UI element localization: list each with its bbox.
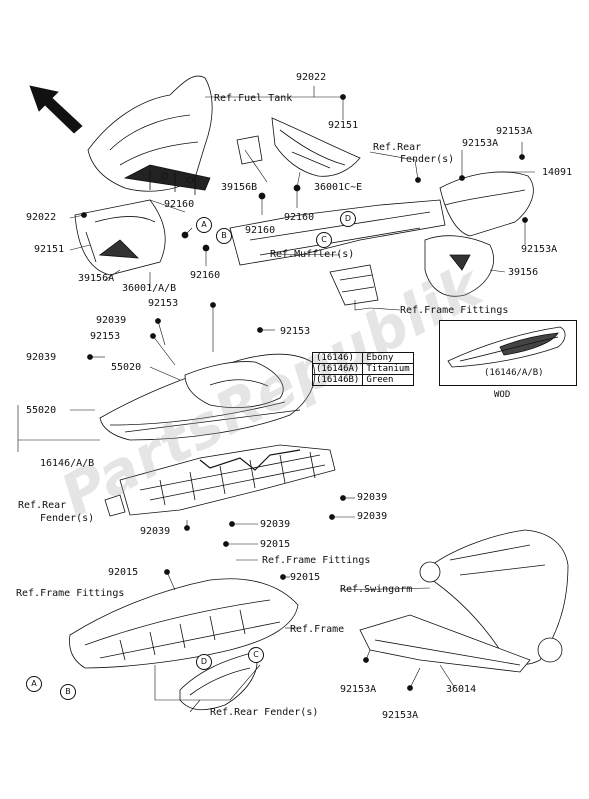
- legend-color: Titanium: [362, 363, 414, 375]
- callout-a-top: A: [196, 217, 212, 233]
- inset-label: WOD: [494, 390, 511, 400]
- label-ref-rear-top-line2: Fender(s): [400, 154, 455, 165]
- callout-d-bottom: D: [196, 654, 212, 670]
- swingarm-chain-cover-drawing: [359, 529, 569, 673]
- label-ref-rear-top-line1: Ref.Rear: [373, 142, 422, 153]
- label-92022-left: 92022: [26, 212, 57, 223]
- label-36001ce: 36001C~E: [314, 182, 363, 193]
- inset-cowl-drawing: [447, 326, 566, 368]
- label-92153-top: 92153: [148, 298, 179, 309]
- label-39156: 39156: [508, 267, 539, 278]
- label-92039-5: 92039: [140, 526, 171, 537]
- label-92039-2: 92039: [26, 352, 57, 363]
- label-92015-1: 92015: [260, 539, 291, 550]
- label-92039-6: 92039: [260, 519, 291, 530]
- callout-c-bottom: C: [248, 647, 264, 663]
- callout-a-bottom: A: [26, 676, 42, 692]
- label-92153-2: 92153: [90, 331, 121, 342]
- label-92151-top: 92151: [328, 120, 359, 131]
- label-16146ab-left: 16146/A/B: [40, 458, 95, 469]
- label-92160-a: 92160: [164, 199, 195, 210]
- label-ref-fuel-tank: Ref.Fuel Tank: [214, 93, 293, 104]
- label-92022-top: 92022: [296, 72, 327, 83]
- upper-cowl-drawing: [87, 75, 213, 195]
- callout-d-top: D: [340, 211, 356, 227]
- callout-b-top: B: [216, 228, 232, 244]
- legend-row: (16146) Ebony: [311, 352, 414, 364]
- color-legend: (16146) Ebony (16146A) Titanium (16146B)…: [311, 352, 414, 386]
- label-92039-1: 92039: [96, 315, 127, 326]
- label-92151-left: 92151: [34, 244, 65, 255]
- legend-code: (16146A): [311, 363, 364, 375]
- callout-b-bottom: B: [60, 684, 76, 700]
- leader-lines: [17, 86, 535, 713]
- label-55020-2: 55020: [26, 405, 57, 416]
- label-ref-frame-fittings-2: Ref.Frame Fittings: [262, 555, 371, 566]
- label-ref-swingarm: Ref.Swingarm: [340, 584, 413, 595]
- label-92153-3: 92153: [280, 326, 311, 337]
- label-36014: 36014: [446, 684, 477, 695]
- label-92160-d: 92160: [190, 270, 221, 281]
- rear-fender-assembly-drawing: [229, 171, 534, 306]
- label-ref-frame-fittings-1: Ref.Frame Fittings: [400, 305, 509, 316]
- lower-tail-cover-drawing: [69, 578, 299, 711]
- direction-arrow-icon: [29, 85, 83, 134]
- legend-color: Ebony: [362, 352, 414, 364]
- label-92153a-1: 92153A: [496, 126, 533, 137]
- legend-code: (16146): [311, 352, 364, 364]
- label-92153a-3: 92153A: [521, 244, 558, 255]
- label-36001ab: 36001/A/B: [122, 283, 177, 294]
- label-ref-rear-mid-line1: Ref.Rear: [18, 500, 67, 511]
- label-ref-frame-fittings-3: Ref.Frame Fittings: [16, 588, 125, 599]
- inset-box: (16146/A/B): [439, 320, 577, 386]
- legend-row: (16146B) Green: [311, 374, 414, 386]
- label-ref-frame: Ref.Frame: [290, 624, 345, 635]
- label-ref-muffler: Ref.Muffler(s): [270, 249, 355, 260]
- label-39156b: 39156B: [221, 182, 258, 193]
- seat-cowl-drawing: [99, 353, 316, 441]
- label-92160-c: 92160: [284, 212, 315, 223]
- legend-color: Green: [362, 374, 414, 386]
- label-92039-4: 92039: [357, 511, 388, 522]
- label-ref-rear-mid-line2: Fender(s): [40, 513, 95, 524]
- side-cover-right-drawing: [236, 117, 361, 177]
- label-92039-3: 92039: [357, 492, 388, 503]
- label-92153a-4: 92153A: [340, 684, 377, 695]
- inner-fender-drawing: [104, 444, 336, 517]
- label-16146ab-inset: (16146/A/B): [484, 368, 544, 378]
- legend-code: (16146B): [311, 374, 364, 386]
- callout-c-top: C: [316, 232, 332, 248]
- label-92160-b: 92160: [245, 225, 276, 236]
- label-39156a: 39156A: [78, 273, 115, 284]
- side-cover-left-drawing: [74, 199, 166, 276]
- legend-row: (16146A) Titanium: [311, 363, 414, 375]
- label-14091: 14091: [542, 167, 573, 178]
- label-ref-rear-fender-bottom: Ref.Rear Fender(s): [210, 707, 319, 718]
- label-92015-2: 92015: [108, 567, 139, 578]
- label-92015-3: 92015: [290, 572, 321, 583]
- label-92153a-5: 92153A: [382, 710, 419, 721]
- label-55020-1: 55020: [111, 362, 142, 373]
- label-92153a-2: 92153A: [462, 138, 499, 149]
